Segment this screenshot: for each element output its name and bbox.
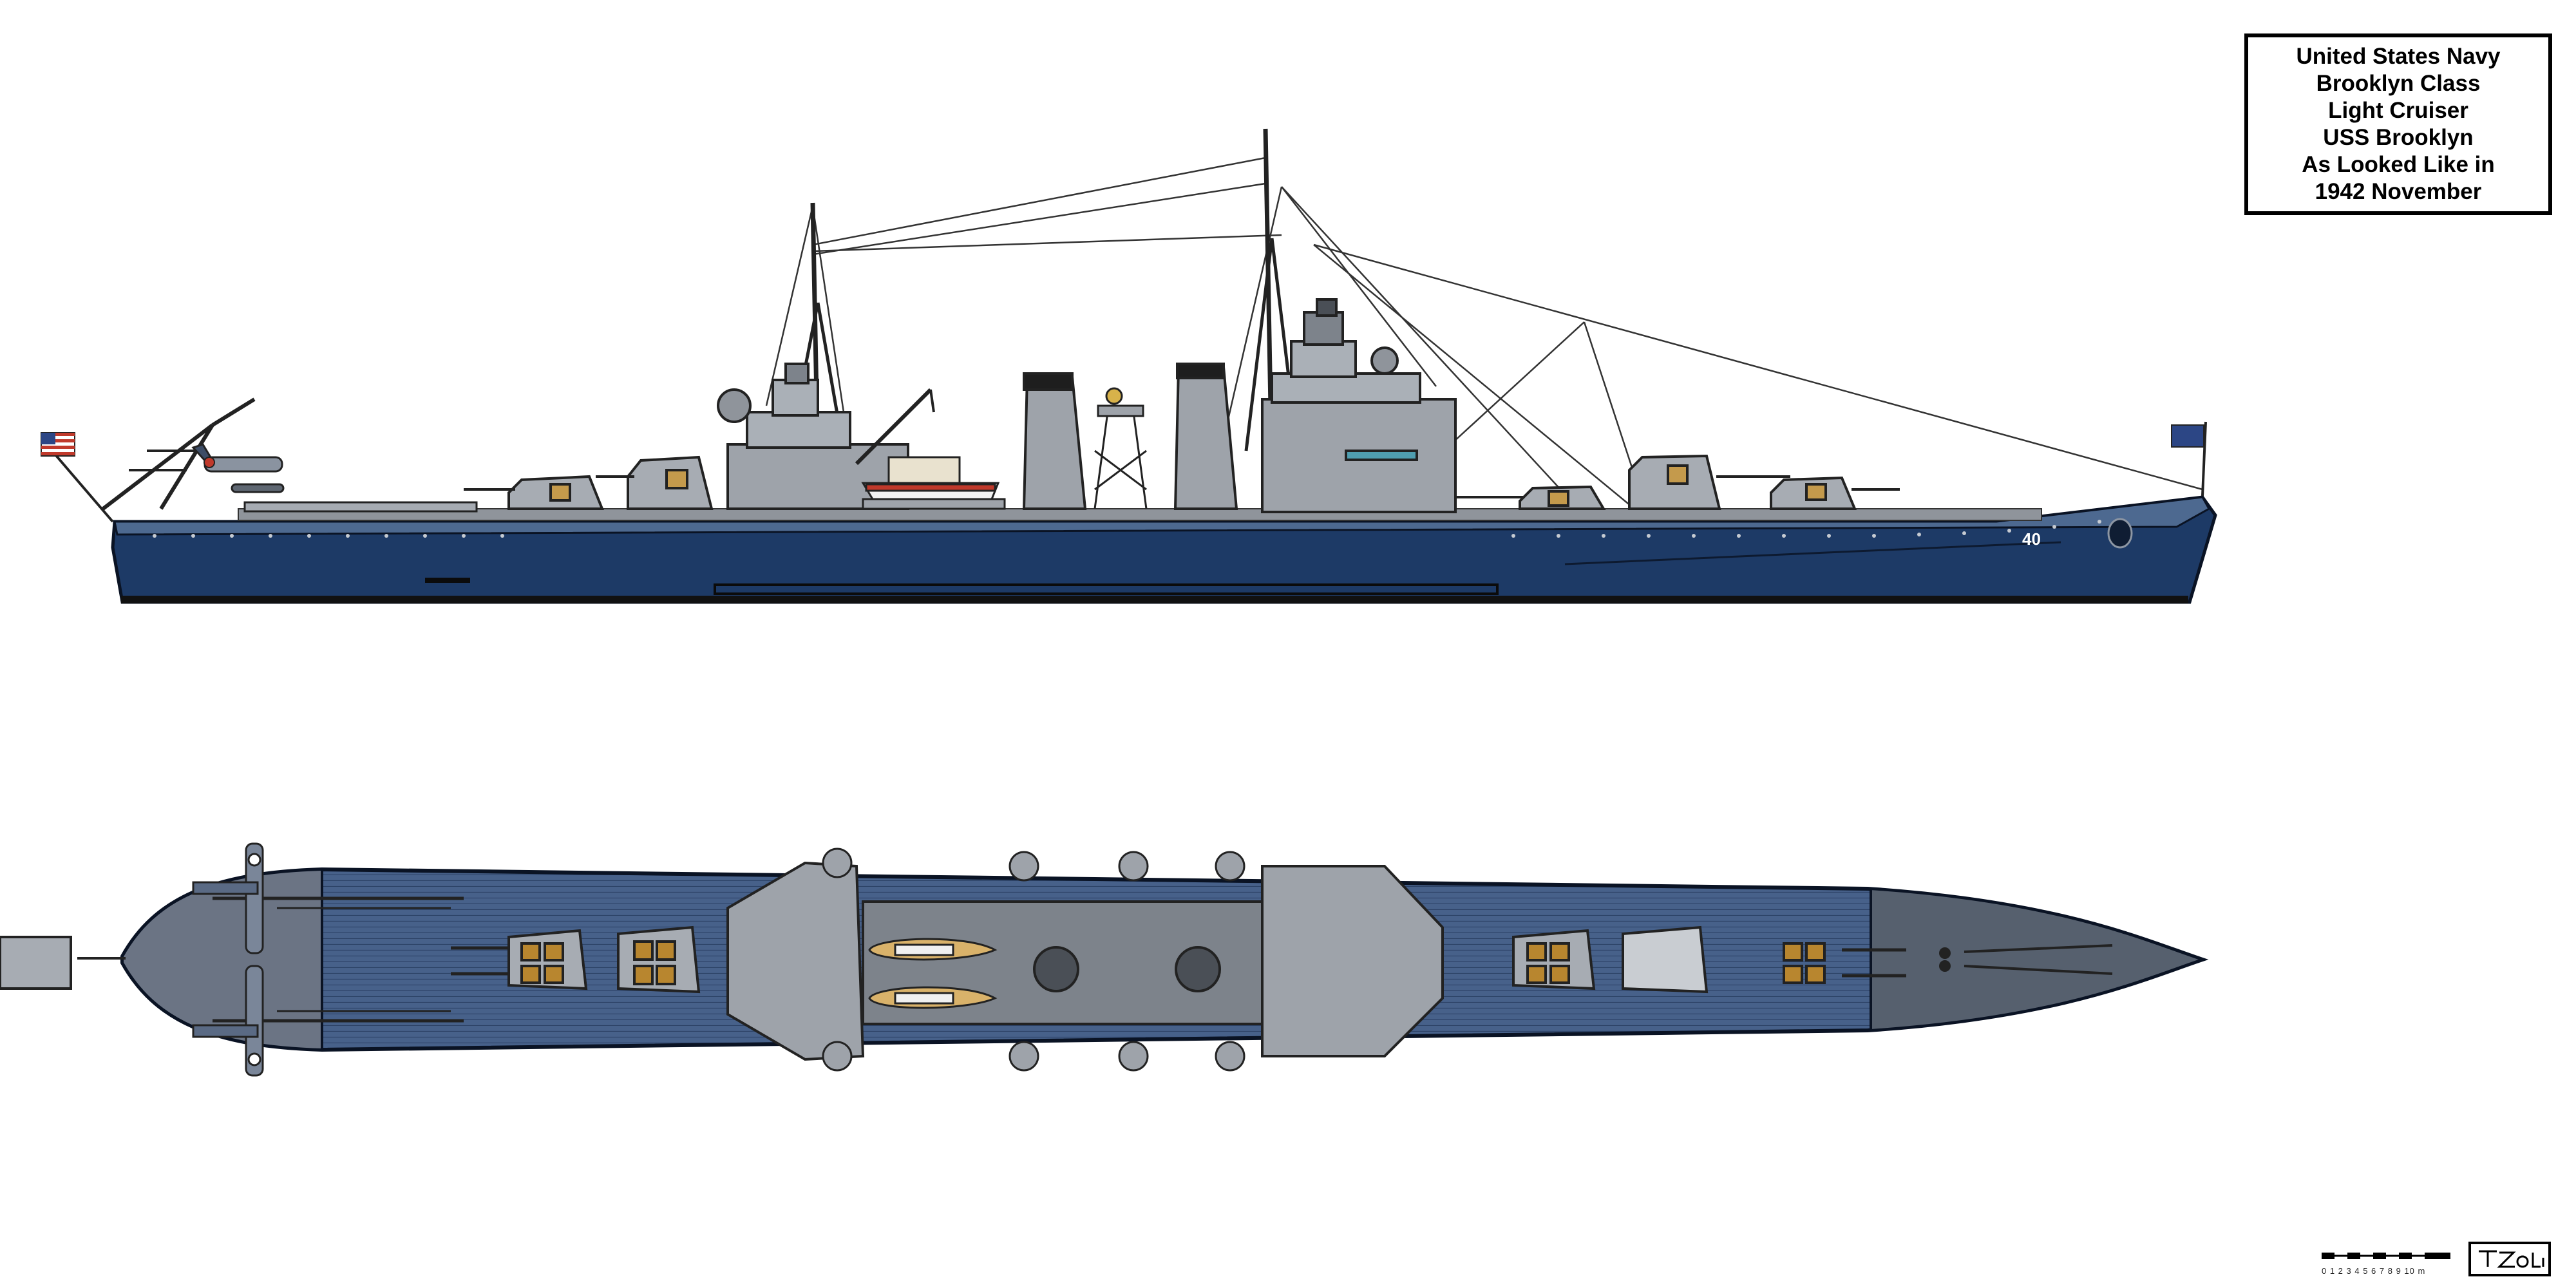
gun-tubs-plan	[822, 848, 1245, 1072]
floatplane-icon	[191, 443, 285, 493]
forecastle-plan	[1870, 887, 2207, 1032]
anchor-icon	[2107, 518, 2133, 549]
scale-bar	[2322, 1253, 2450, 1259]
title-box: United States Navy Brooklyn Class Light …	[2244, 33, 2552, 215]
signature-logo	[2468, 1242, 2551, 1276]
main-deck-edge	[238, 508, 2042, 521]
turrets-plan	[0, 925, 1906, 994]
boats-plan	[868, 938, 998, 1009]
title-line-5: As Looked Like in	[2302, 152, 2495, 177]
propeller-guard	[425, 578, 470, 583]
scale-label: 0 1 2 3 4 5 6 7 8 9 10 m	[2322, 1266, 2426, 1276]
title-line-6: 1942 November	[2315, 179, 2482, 204]
title-line-2: Brooklyn Class	[2316, 71, 2481, 96]
funnels	[1022, 363, 1238, 510]
quarterdeck-plan	[121, 867, 323, 1052]
floatplane-plan-icons	[192, 842, 264, 1077]
hull-number: 40	[2022, 529, 2041, 549]
searchlight-tower	[1094, 387, 1148, 509]
turrets-side	[464, 454, 1900, 510]
us-flag-icon	[41, 432, 114, 523]
title-line-1: United States Navy	[2296, 44, 2501, 69]
union-jack-icon	[2171, 421, 2207, 497]
title-line-3: Light Cruiser	[2328, 98, 2468, 123]
aft-catapults	[102, 397, 478, 513]
top-plan	[0, 842, 2209, 1077]
portholes	[153, 520, 2101, 538]
anchor-chains-plan	[1939, 944, 2113, 975]
bridge-superstructure	[1261, 298, 1457, 513]
superstructure-plan	[726, 861, 1444, 1061]
boats-side	[861, 456, 1006, 510]
rigging	[765, 156, 2203, 519]
title-line-4: USS Brooklyn	[2323, 125, 2474, 150]
side-profile: 40	[41, 128, 2217, 604]
signature-logo-icon	[2479, 1250, 2544, 1268]
